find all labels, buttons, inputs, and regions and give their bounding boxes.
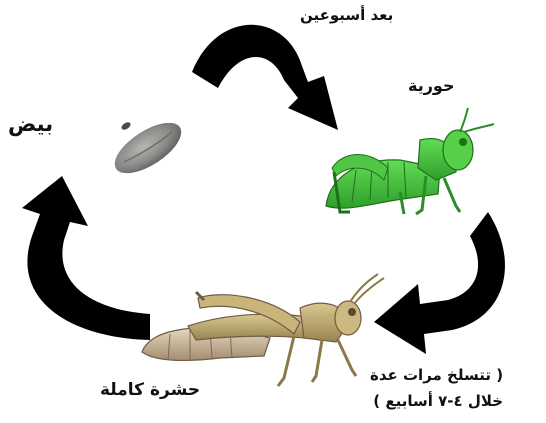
stage-label-nymph: حورية: [408, 76, 454, 95]
cycle-arrow-icon: [374, 212, 505, 354]
cycle-arrow-icon: [192, 25, 338, 130]
transition-label-line: ( تتسلخ مرات عدة: [370, 362, 503, 388]
egg-image: [107, 113, 189, 183]
adult-grasshopper-image: [142, 274, 384, 386]
nymph-grasshopper-image: [326, 108, 494, 214]
transition-label-nymph-to-adult: ( تتسلخ مرات عدة خلال ٤-٧ أسابيع ): [370, 362, 503, 414]
transition-label-eggs-to-nymph: بعد أسبوعين: [300, 6, 393, 24]
cycle-arrow-icon: [22, 176, 150, 340]
stage-label-adult: حشرة كاملة: [100, 380, 200, 400]
transition-label-line: خلال ٤-٧ أسابيع ): [370, 388, 503, 414]
stage-label-eggs: بيض: [8, 112, 53, 136]
